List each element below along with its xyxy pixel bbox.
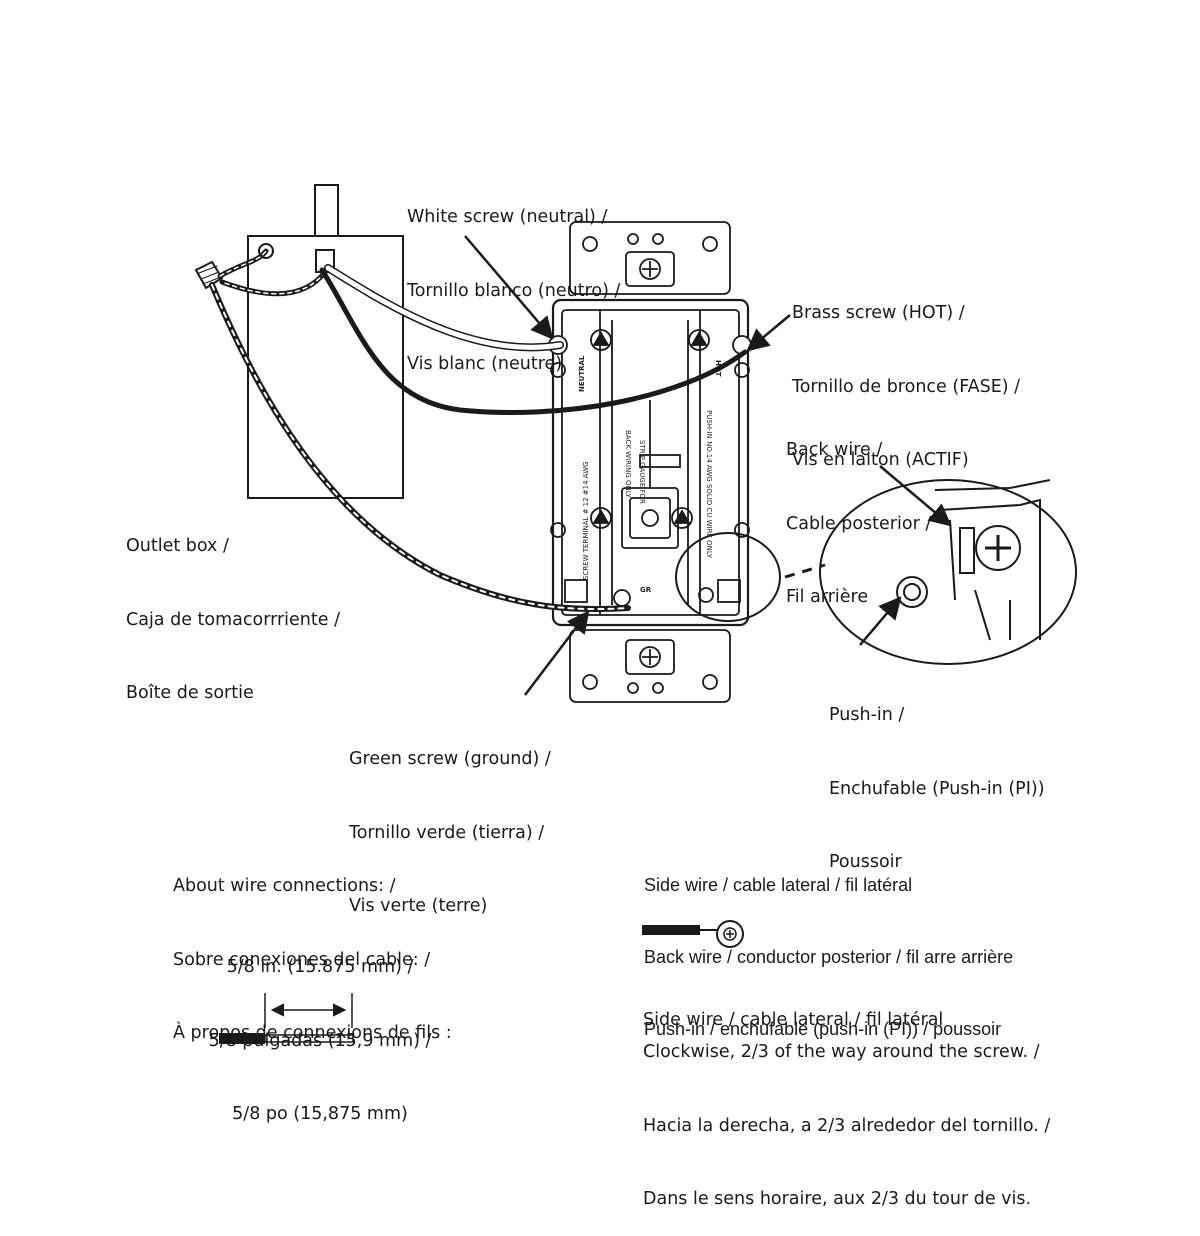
wire-connections-heading: About wire connections: / Sobre conexion…	[173, 876, 452, 1043]
brass-screw-label: Brass screw (HOT) / Tornillo de bronce (…	[792, 303, 1021, 470]
back-wiring-marking: BACK WIRING ONLY	[624, 430, 632, 499]
strip-gauge-marking: STRIP GAUGE FOR	[638, 440, 646, 504]
side-wire-instructions: Clockwise, 2/3 of the way around the scr…	[643, 1042, 1051, 1209]
side-wire-title: Side wire / cable lateral / fil latéral	[643, 1010, 944, 1030]
strip-length-label: 5/8 in. (15.875 mm) / 5/8 pulgadas (15,9…	[208, 957, 432, 1124]
leader-arrows	[464, 235, 952, 696]
outlet-box-label: Outlet box / Caja de tomacorrriente / Bo…	[126, 536, 340, 703]
screw-terminal-marking: SCREW TERMINAL # 12 #14 AWG	[582, 461, 590, 580]
push-in-marking: PUSH-IN NO.14 AWG SOLID CU WIRE ONLY	[705, 410, 713, 559]
outlet-box	[247, 184, 404, 499]
receptacle	[548, 221, 752, 703]
strip-gauge-illustration	[219, 993, 354, 1044]
wire-types-list: Side wire / cable lateral / fil latéral …	[644, 875, 1014, 1039]
white-screw-label: White screw (neutral) / Tornillo blanco …	[407, 207, 621, 374]
back-wire-label: Back wire / Cable posterior / Fil arrièr…	[786, 440, 932, 607]
wires	[194, 248, 748, 613]
neutral-marking: NEUTRAL	[578, 355, 586, 392]
hot-wire	[319, 267, 748, 416]
green-screw-label: Green screw (ground) / Tornillo verde (t…	[349, 749, 551, 916]
zoom-callout	[675, 479, 1077, 665]
wiring-diagram: NEUTRAL HOT SCREW TERMINAL # 12 #14 AWG …	[194, 184, 1077, 1044]
side-wire-loop-illustration	[642, 920, 744, 948]
push-in-label: Push-in / Enchufable (Push-in (PI)) Pous…	[829, 705, 1045, 872]
gr-marking: GR	[640, 586, 652, 594]
